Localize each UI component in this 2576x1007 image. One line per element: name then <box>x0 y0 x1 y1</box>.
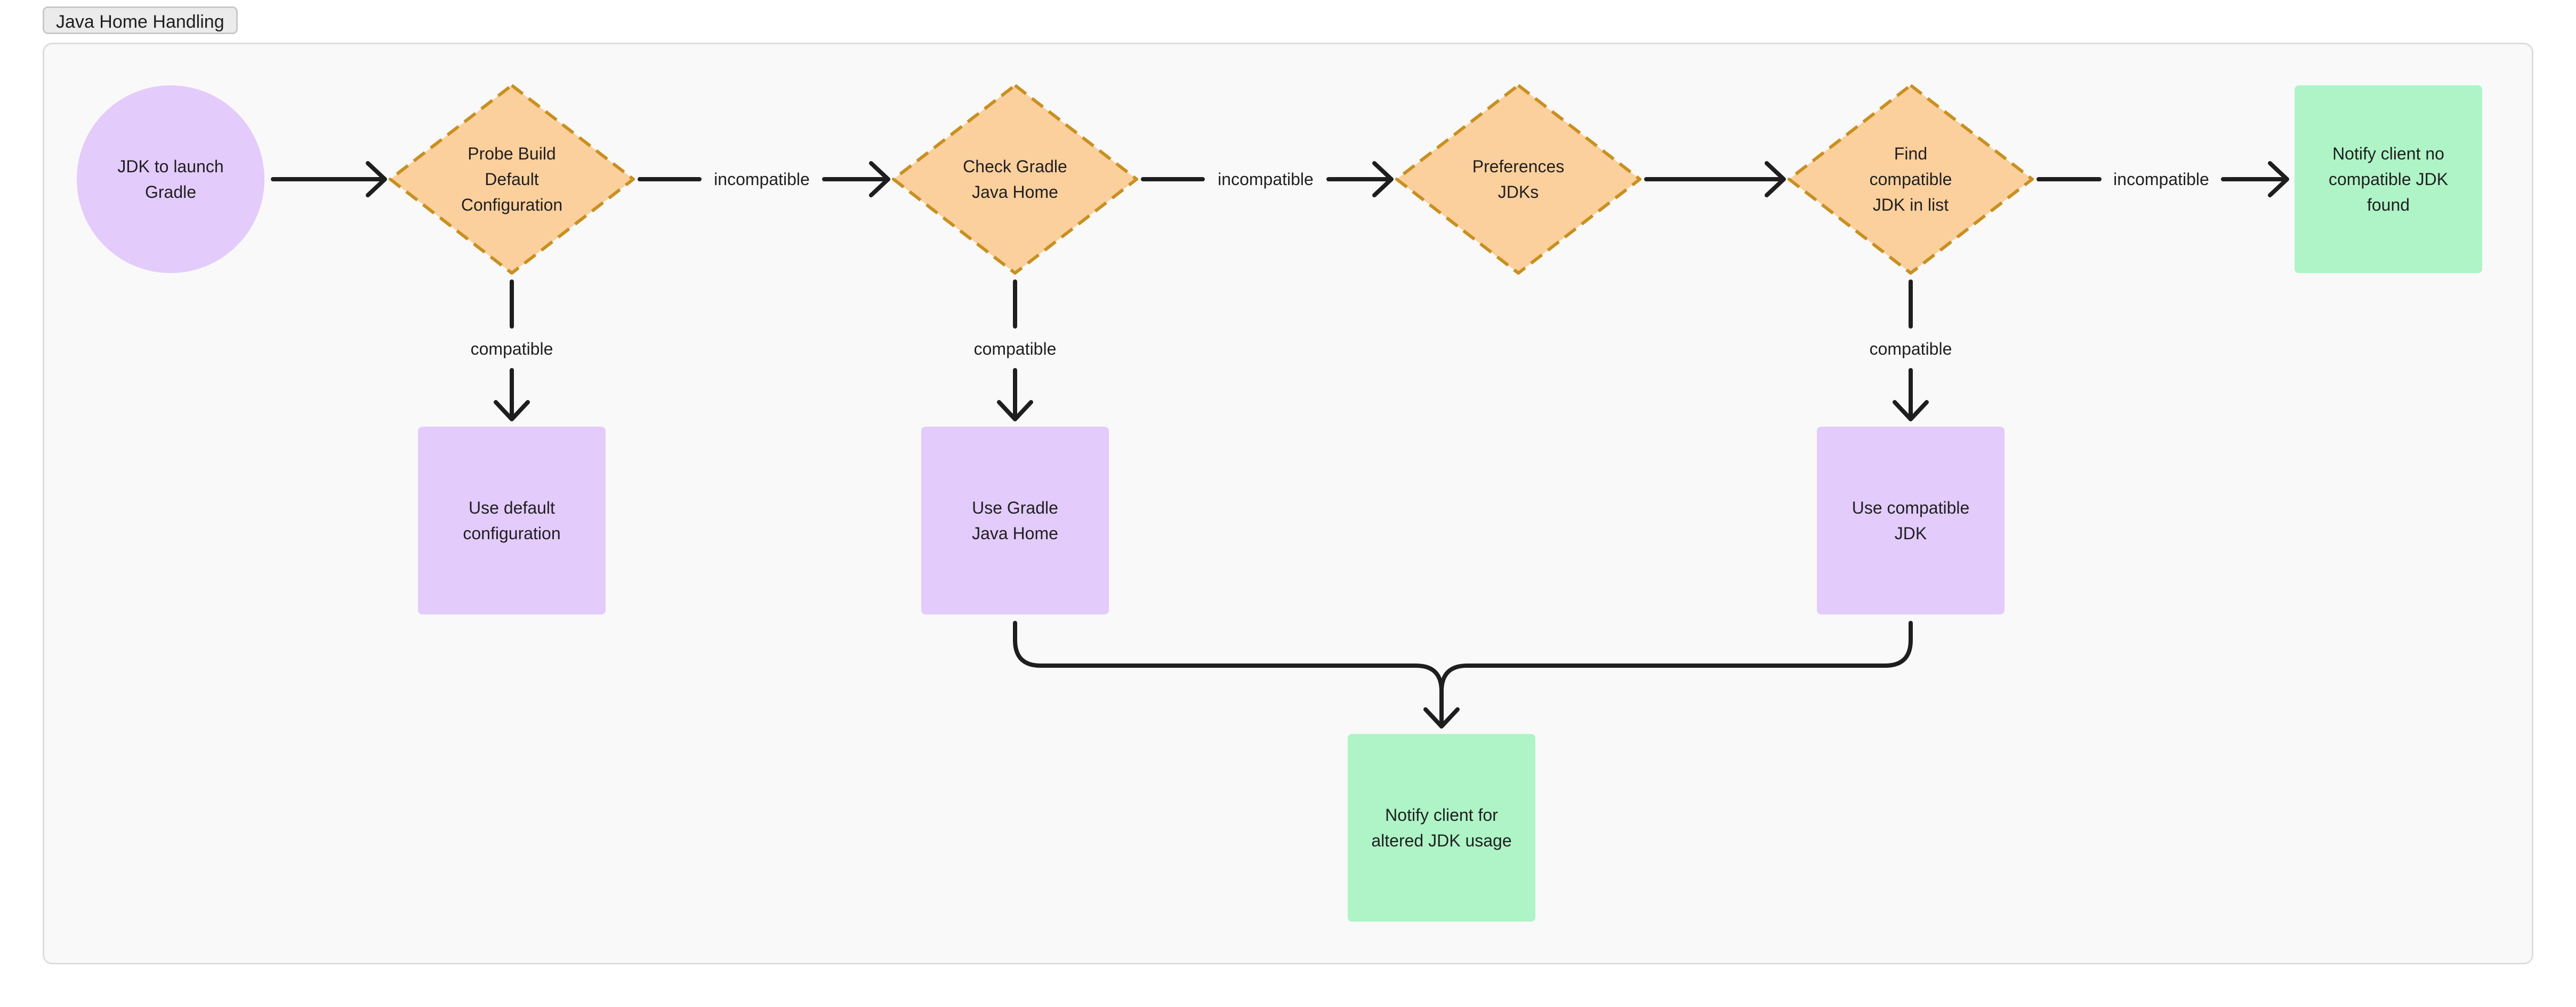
edge-use-compatible-to-notify-altered[interactable] <box>1439 621 1913 693</box>
find-compatible-decision-label: Find compatible JDK in list <box>1869 144 1952 214</box>
edge-use-gradle-to-notify-altered[interactable] <box>1013 621 1444 723</box>
use-default-box[interactable] <box>418 427 606 614</box>
edge-label-incompatible: incompatible <box>1218 169 1314 189</box>
arrowhead-icon <box>494 400 530 421</box>
use-default-label: Use default configuration <box>463 498 561 543</box>
notify-altered-label: Notify client for altered JDK usage <box>1371 805 1512 850</box>
find-compatible-decision-shape[interactable] <box>1788 84 2034 275</box>
check-gradle-decision-label: Check Gradle Java Home <box>963 157 1067 202</box>
arrowhead-icon <box>1893 400 1929 421</box>
edge-label-incompatible: incompatible <box>714 169 810 189</box>
edge-label-compatible: compatible <box>1869 339 1952 358</box>
probe-decision-shape[interactable] <box>389 84 635 275</box>
arrowhead-icon <box>1372 161 1394 197</box>
notify-altered-box[interactable] <box>1348 734 1535 922</box>
notify-none-label: Notify client no compatible JDK found <box>2328 144 2449 214</box>
preferences-decision-label: Preferences JDKs <box>1472 157 1565 202</box>
edge-label-compatible: compatible <box>973 339 1057 358</box>
frame-title[interactable]: Java Home Handling <box>43 6 238 34</box>
start-node-label: JDK to launch Gradle <box>117 157 224 202</box>
arrowhead-icon <box>2268 161 2289 197</box>
edge-label-incompatible: incompatible <box>2113 169 2209 189</box>
preferences-decision-shape[interactable] <box>1395 84 1641 275</box>
probe-decision-label: Probe Build Default Configuration <box>461 144 563 214</box>
arrowhead-icon <box>997 400 1033 421</box>
arrowhead-icon <box>869 161 890 197</box>
arrowhead-icon <box>366 161 387 197</box>
edge-label-compatible: compatible <box>470 339 553 358</box>
use-gradle-label: Use Gradle Java Home <box>972 498 1058 543</box>
use-gradle-box[interactable] <box>921 427 1109 614</box>
use-compatible-box[interactable] <box>1817 427 2005 614</box>
arrowhead-icon <box>1423 707 1460 729</box>
arrowhead-icon <box>1765 161 1786 197</box>
start-node-shape[interactable] <box>77 85 264 273</box>
notify-none-box[interactable] <box>2295 85 2482 273</box>
use-compatible-label: Use compatible JDK <box>1851 498 1970 543</box>
check-gradle-decision-shape[interactable] <box>892 84 1138 275</box>
